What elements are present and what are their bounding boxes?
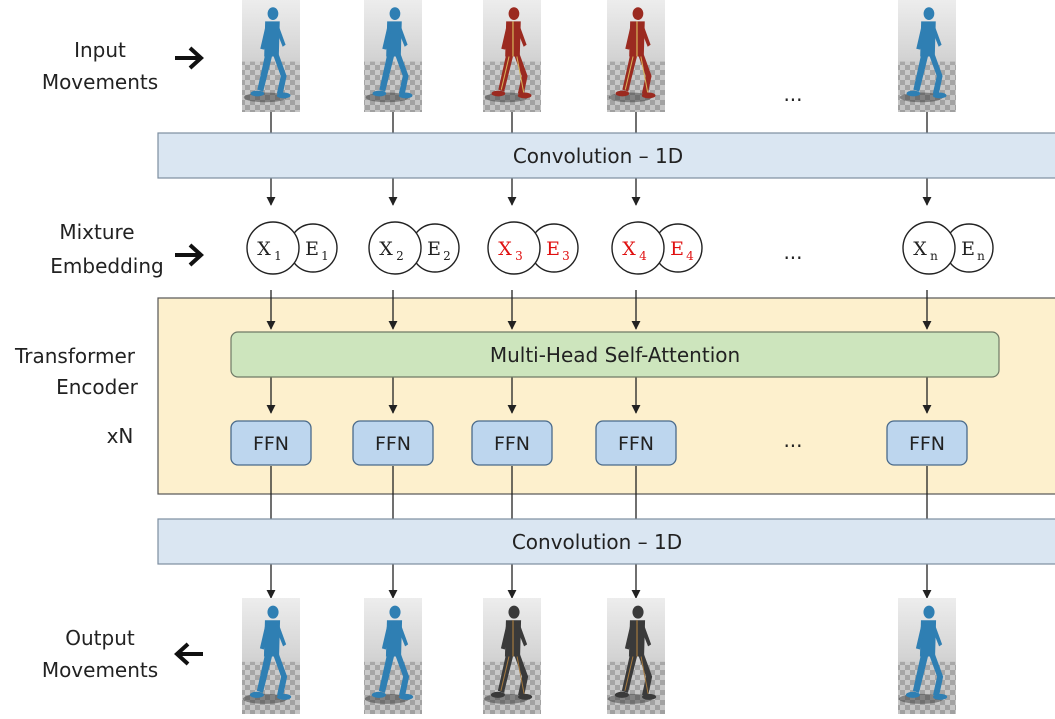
output-frame-4: [607, 598, 665, 714]
ffn-ellipsis: ...: [783, 428, 802, 452]
ffn-block-5: FFN: [886, 420, 968, 466]
embedding-x-subscript: 4: [639, 249, 647, 263]
embedding-x-label: X: [257, 238, 271, 260]
embedding-ellipsis: ...: [783, 240, 802, 264]
ffn-block-4: FFN: [595, 420, 677, 466]
ffn-blocks: FFN FFN FFN FFN FFN: [230, 420, 968, 466]
ffn-block-2: FFN: [352, 420, 434, 466]
embedding-x-label: X: [379, 238, 393, 260]
embedding-x-subscript: 1: [274, 249, 282, 263]
output-frame-2: [364, 598, 422, 714]
input-frame-1: [242, 0, 300, 112]
embedding-e-subscript: 1: [321, 249, 329, 263]
output-frame-1: [242, 598, 300, 714]
conv1d-bottom-block: [157, 518, 1055, 565]
repeat-count-label: xN: [107, 424, 134, 448]
embedding-x-label: X: [498, 238, 512, 260]
embedding-e-label: E: [305, 238, 319, 260]
embedding-x-circle: [246, 221, 300, 275]
ffn-block-3: FFN: [471, 420, 553, 466]
ffn-label: FFN: [375, 433, 411, 455]
input-movements-label-line2: Movements: [42, 70, 158, 94]
ffn-block-1: FFN: [230, 420, 312, 466]
embedding-x-subscript: 3: [515, 249, 523, 263]
output-frame-3: [483, 598, 541, 714]
embedding-e-subscript: 4: [686, 249, 694, 263]
ffn-label: FFN: [253, 433, 289, 455]
embedding-e-label: E: [427, 238, 441, 260]
input-ellipsis: ...: [783, 82, 802, 106]
embedding-e-subscript: 2: [443, 249, 451, 263]
ffn-label: FFN: [618, 433, 654, 455]
output-movement-frames: [242, 598, 956, 714]
embedding-x-circle: [487, 221, 541, 275]
input-frame-5: [898, 0, 956, 112]
embedding-x-circle: [368, 221, 422, 275]
ffn-label: FFN: [494, 433, 530, 455]
conv1d-bottom-label: Convolution – 1D: [512, 530, 682, 554]
input-frame-3: [483, 0, 541, 112]
conv1d-top-label: Convolution – 1D: [513, 144, 683, 168]
attention-block: [230, 331, 1000, 378]
embedding-x-label: X: [622, 238, 636, 260]
input-arrow-icon: [175, 46, 204, 70]
ffn-label: FFN: [909, 433, 945, 455]
embedding-x-circle: [611, 221, 665, 275]
embedding-e-label: E: [670, 238, 684, 260]
output-movements-label-line2: Movements: [42, 658, 158, 682]
output-movements-label-line1: Output: [65, 626, 135, 650]
input-movement-frames: [242, 0, 956, 112]
embedding-x-subscript: n: [930, 249, 938, 263]
embedding-x-circle: [902, 221, 956, 275]
transformer-encoder-label-line2: Encoder: [56, 375, 139, 399]
embedding-e-subscript: 3: [562, 249, 570, 263]
connector-lines: [266, 112, 932, 599]
embedding-e-subscript: n: [977, 249, 985, 263]
mixture-embedding-label-line2: Embedding: [50, 254, 163, 278]
embedding-x-subscript: 2: [396, 249, 404, 263]
embedding-e-label: E: [961, 238, 975, 260]
embedding-x-label: X: [913, 238, 927, 260]
attention-label: Multi-Head Self-Attention: [490, 343, 740, 367]
conv1d-top-block: [157, 132, 1055, 179]
transformer-encoder-label-line1: Transformer: [14, 344, 136, 368]
output-arrow-icon: [174, 642, 203, 666]
input-frame-4: [607, 0, 665, 112]
mixture-embedding-label-line1: Mixture: [59, 220, 134, 244]
embedding-arrow-icon: [175, 243, 204, 267]
output-frame-5: [898, 598, 956, 714]
input-frame-2: [364, 0, 422, 112]
embedding-e-label: E: [546, 238, 560, 260]
input-movements-label-line1: Input: [74, 38, 126, 62]
